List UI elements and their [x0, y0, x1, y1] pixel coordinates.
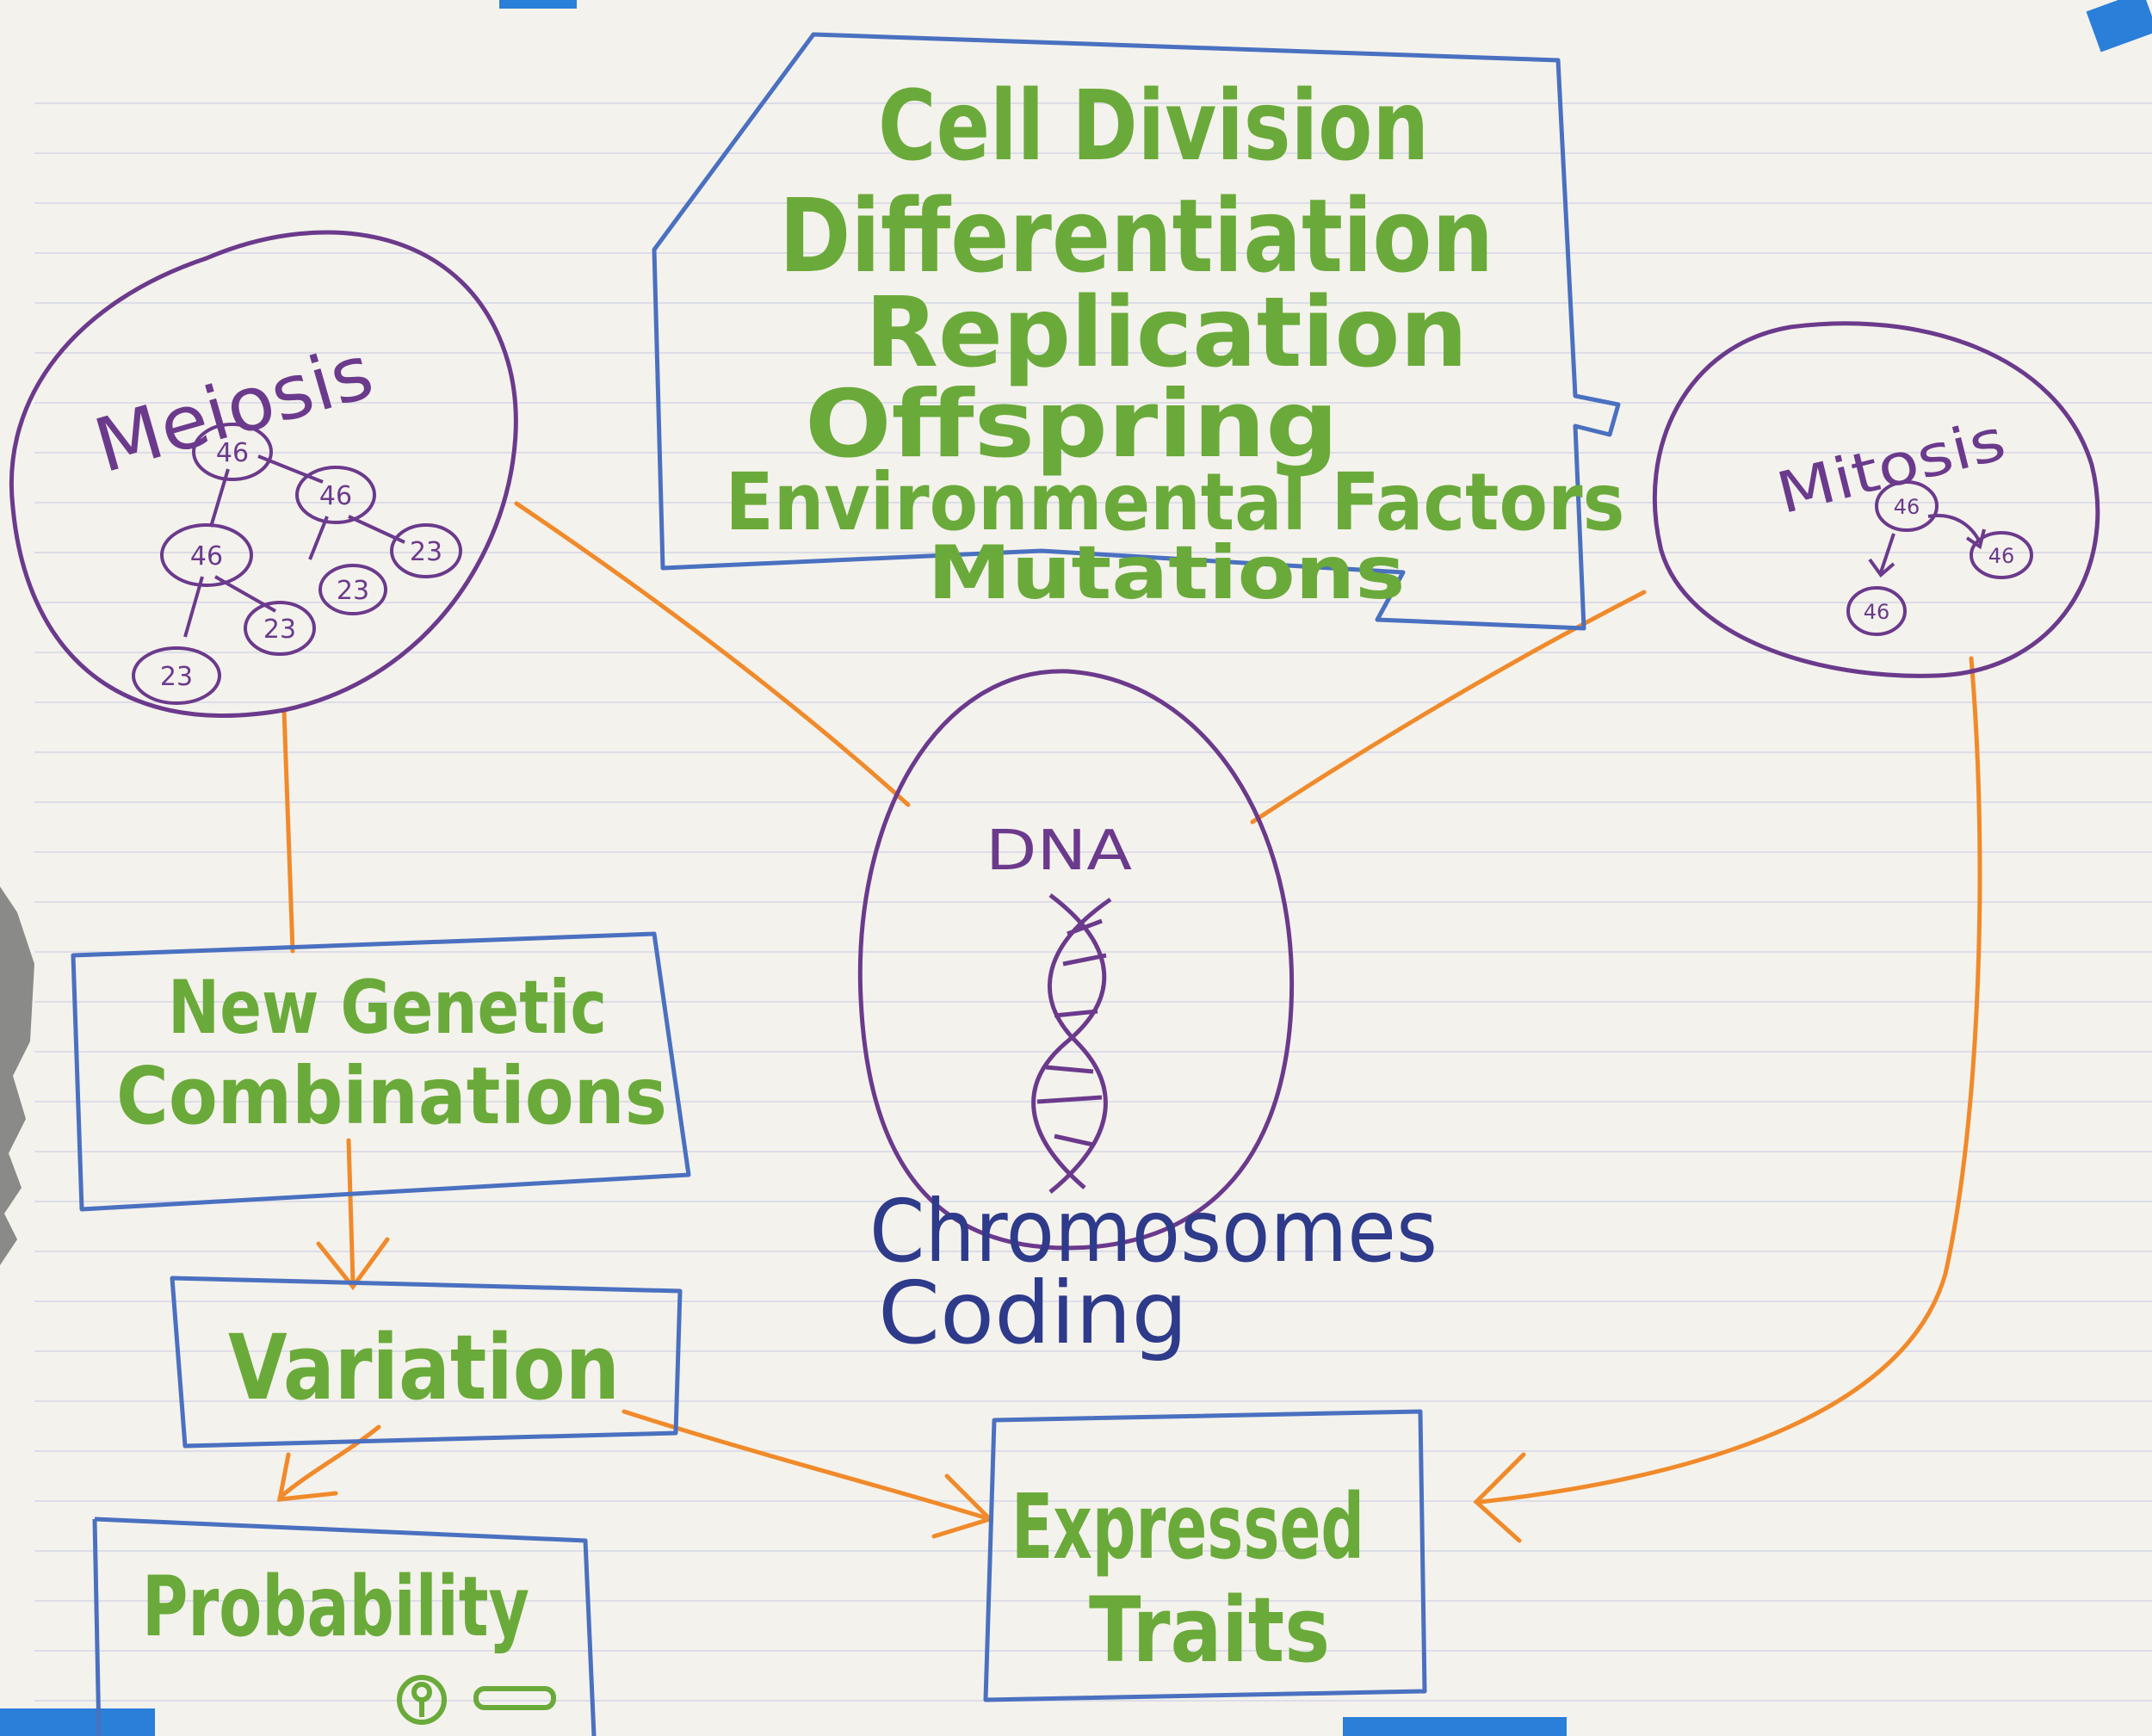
variation-node: Variation — [170, 1276, 683, 1449]
dna-title: DNA — [986, 819, 1132, 883]
variation-to-probability-arrow — [277, 1424, 381, 1500]
expressed-line2: Traits — [1089, 1578, 1330, 1683]
new-genetic-line2: Combinations — [116, 1050, 667, 1142]
meiosis-to-dna-line — [514, 501, 911, 807]
probability-node: Probability — [92, 1517, 597, 1736]
meiosis-cell-label: 23 — [410, 537, 442, 567]
top-terms: Cell Division Differentiation Replicatio… — [726, 71, 1625, 616]
meiosis-cell-label: 23 — [160, 662, 193, 692]
term-replication: Replication — [865, 277, 1468, 389]
meiosis-cell — [318, 564, 387, 615]
meiosis-cell-label: 23 — [337, 576, 369, 606]
variation-box — [170, 1276, 683, 1449]
mitosis-to-dna-line — [1250, 590, 1647, 825]
dna-outline — [857, 669, 1295, 1251]
expressed-line1: Expressed — [1011, 1474, 1364, 1579]
mitosis-cell — [1875, 480, 1939, 532]
term-cell-division: Cell Division — [878, 71, 1429, 182]
mitosis-cell — [1970, 531, 2033, 579]
new-genetic-line1: New Genetic — [168, 965, 607, 1051]
meiosis-cell-label: 46 — [216, 438, 249, 468]
mitosis-cell-labels: 46 46 46 — [1864, 495, 2015, 624]
mitosis-outline — [1652, 321, 2100, 678]
meiosis-cell — [390, 523, 462, 578]
probability-box — [92, 1517, 597, 1736]
coding-label: Coding — [878, 1263, 1188, 1363]
mitosis-to-expressed-arrowhead — [1473, 1452, 1526, 1543]
mitosis-cell-label: 46 — [1894, 495, 1920, 519]
meiosis-cell — [160, 523, 253, 587]
probability-doodle-icon — [397, 1675, 556, 1725]
new-genetic-node: New Genetic Combinations — [71, 931, 691, 1212]
mitosis-cell-label: 46 — [1864, 600, 1890, 624]
meiosis-cell-label: 46 — [319, 481, 352, 511]
variation-to-probability-arrowhead — [276, 1452, 338, 1502]
dna-helix-icon — [1031, 893, 1112, 1194]
dna-node: DNA Chromosomes Coding — [857, 669, 1438, 1363]
expressed-traits-node: Expressed Traits — [983, 1409, 1427, 1702]
meiosis-cell-labels: 46 46 46 23 23 23 23 — [160, 438, 442, 692]
newgenetic-to-variation-arrowhead — [316, 1237, 390, 1291]
probability-label: Probability — [142, 1559, 529, 1655]
term-environmental-factors: Environmental Factors — [726, 456, 1625, 548]
tape-bottom-left — [0, 1708, 155, 1736]
meiosis-cells — [132, 423, 462, 705]
mitosis-cell-label: 46 — [1988, 544, 2015, 568]
meiosis-to-newgenetic-line — [281, 707, 295, 954]
meiosis-cell — [244, 601, 316, 656]
term-offspring: Offspring — [805, 371, 1339, 479]
term-differentiation: Differentiation — [779, 176, 1493, 295]
term-mutations: Mutations — [928, 530, 1406, 616]
newgenetic-to-variation-arrow — [346, 1138, 356, 1285]
meiosis-cell — [132, 646, 221, 705]
meiosis-cell — [295, 466, 376, 524]
mitosis-to-expressed-arrow — [1478, 656, 1982, 1504]
meiosis-cell-label: 46 — [190, 541, 223, 571]
expressed-traits-box — [983, 1409, 1427, 1702]
variation-label: Variation — [228, 1315, 620, 1420]
tape-bottom-right — [1343, 1717, 1567, 1736]
mitosis-cells — [1846, 480, 2033, 636]
tape-top-right — [2086, 0, 2152, 53]
top-terms-box — [652, 32, 1621, 631]
mitosis-cell — [1846, 586, 1907, 636]
meiosis-outline — [9, 230, 518, 719]
chromosomes-label: Chromosomes — [869, 1181, 1438, 1282]
tape-top — [499, 0, 577, 9]
meiosis-cell — [192, 423, 273, 481]
new-genetic-box — [71, 931, 691, 1212]
meiosis-cell-label: 23 — [263, 615, 296, 645]
